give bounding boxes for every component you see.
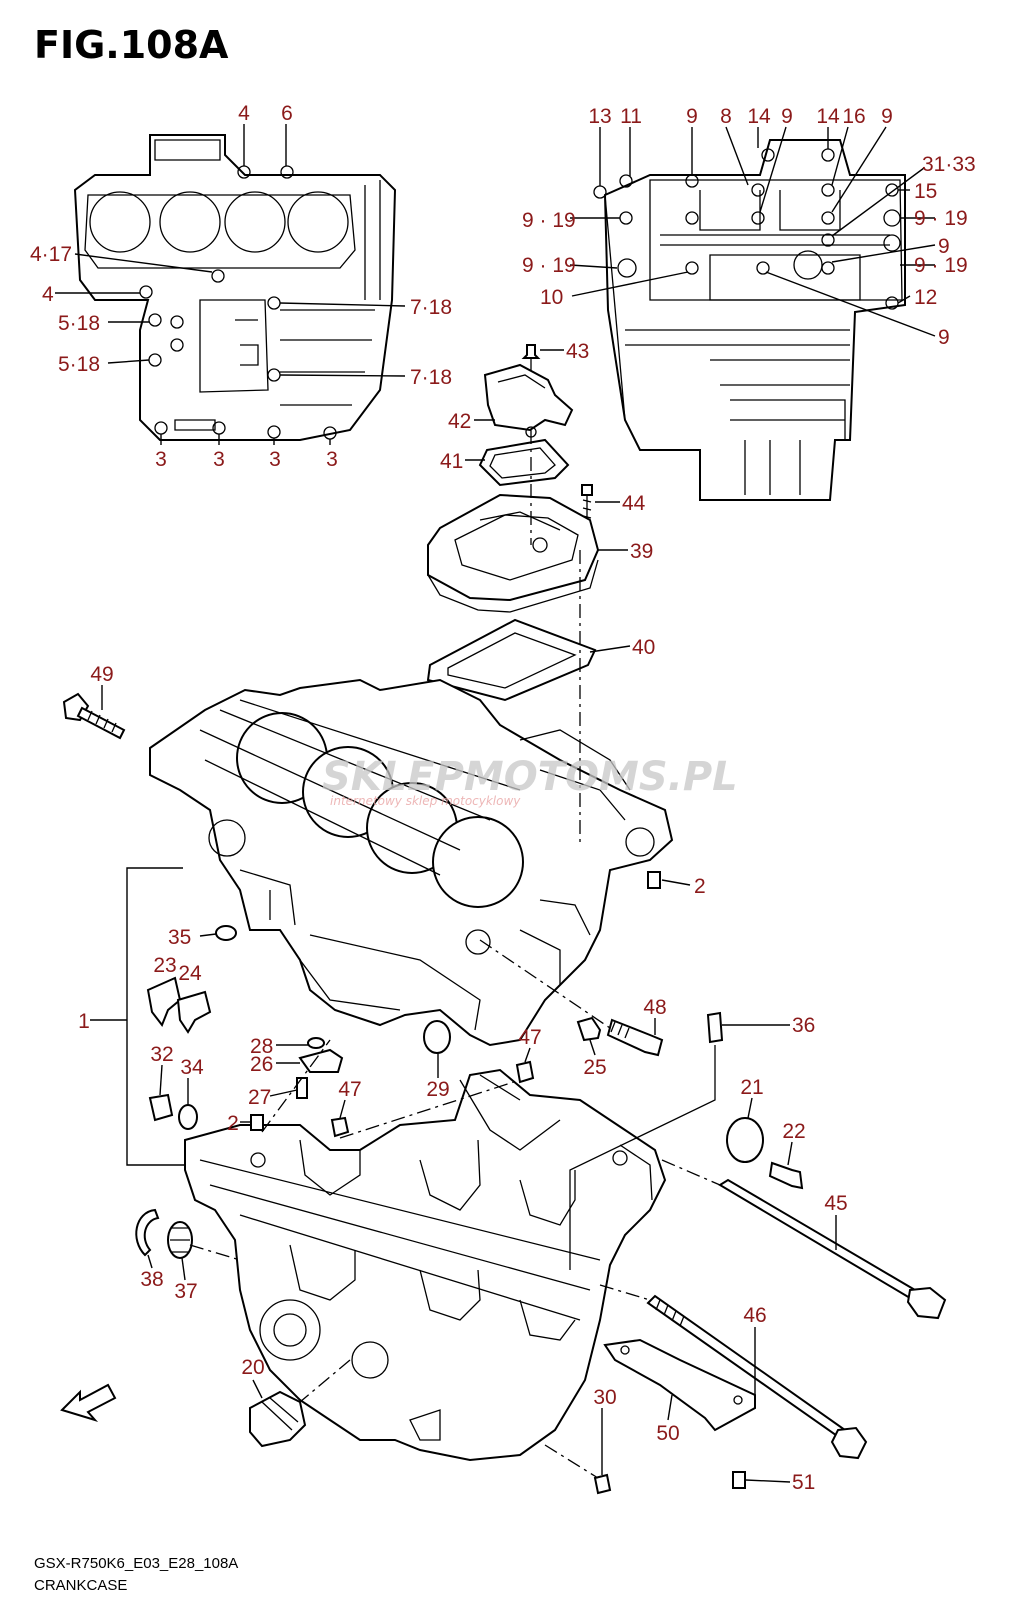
callout-9: 9 bbox=[686, 105, 698, 128]
callout-36: 36 bbox=[792, 1014, 815, 1037]
callout-3: 3 bbox=[213, 448, 225, 471]
callout-4-17: 4·17 bbox=[30, 243, 72, 266]
callout-4: 4 bbox=[42, 283, 54, 306]
callout-39: 39 bbox=[630, 540, 653, 563]
callout-1: 1 bbox=[78, 1010, 90, 1033]
callout-7-18: 7·18 bbox=[410, 296, 452, 319]
callout-24: 24 bbox=[178, 962, 202, 985]
lower-crankcase bbox=[184, 1068, 667, 1462]
callout-31-33: 31·33 bbox=[922, 153, 976, 176]
callout-11: 11 bbox=[620, 105, 642, 128]
callout-9-19: 9 · 19 bbox=[522, 254, 576, 277]
callout-9: 9 bbox=[938, 326, 950, 349]
callout-10: 10 bbox=[540, 286, 563, 309]
callout-9: 9 bbox=[881, 105, 893, 128]
callout-9-19: 9 · 19 bbox=[914, 254, 968, 277]
callout-9-19: 9 · 19 bbox=[522, 209, 576, 232]
model-code: GSX-R750K6_E03_E28_108A bbox=[34, 1555, 238, 1572]
callout-49: 49 bbox=[90, 663, 113, 686]
callout-13: 13 bbox=[588, 105, 611, 128]
callout-45: 45 bbox=[824, 1192, 847, 1215]
callout-40: 40 bbox=[632, 636, 655, 659]
callout-3: 3 bbox=[155, 448, 167, 471]
callout-21: 21 bbox=[740, 1076, 763, 1099]
breather-cover-assembly bbox=[426, 344, 600, 702]
callout-50: 50 bbox=[656, 1422, 679, 1445]
callout-47: 47 bbox=[338, 1078, 361, 1101]
callout-38: 38 bbox=[140, 1268, 163, 1291]
callout-6: 6 bbox=[281, 102, 293, 125]
callout-9: 9 bbox=[938, 235, 950, 258]
callout-labels: 4 6 13 11 9 8 14 9 14 16 9 31·33 15 9 · … bbox=[30, 102, 976, 1494]
callout-16: 16 bbox=[842, 105, 865, 128]
assembly-center-lines bbox=[189, 430, 721, 1479]
callout-27: 27 bbox=[248, 1086, 271, 1109]
callout-41: 41 bbox=[440, 450, 463, 473]
callout-43: 43 bbox=[566, 340, 589, 363]
leader-lines bbox=[55, 124, 936, 1483]
callout-34: 34 bbox=[180, 1056, 204, 1079]
callout-20: 20 bbox=[241, 1356, 264, 1379]
figure-title: FIG.108A bbox=[34, 23, 229, 67]
callout-3: 3 bbox=[326, 448, 338, 471]
callout-8: 8 bbox=[720, 105, 732, 128]
callout-32: 32 bbox=[150, 1043, 173, 1066]
callout-3: 3 bbox=[269, 448, 281, 471]
callout-44: 44 bbox=[622, 492, 646, 515]
watermark-logo-text: SKLEPMOTOMS.PL bbox=[322, 754, 738, 800]
section-name: CRANKCASE bbox=[34, 1577, 127, 1594]
callout-14: 14 bbox=[816, 105, 840, 128]
callout-9: 9 bbox=[781, 105, 793, 128]
watermark-tagline: internetowy sklep motocyklowy bbox=[330, 794, 521, 808]
callout-47: 47 bbox=[518, 1026, 541, 1049]
callout-5-18: 5·18 bbox=[58, 312, 100, 335]
callout-35: 35 bbox=[168, 926, 191, 949]
callout-25: 25 bbox=[583, 1056, 606, 1079]
callout-9-19: 9 · 19 bbox=[914, 207, 968, 230]
callout-26: 26 bbox=[250, 1053, 273, 1076]
small-parts bbox=[60, 692, 947, 1495]
lower-case-bolt-map bbox=[593, 139, 906, 501]
callout-23: 23 bbox=[153, 954, 176, 977]
callout-2: 2 bbox=[694, 875, 706, 898]
callout-7-18: 7·18 bbox=[410, 366, 452, 389]
watermark: SKLEPMOTOMS.PL internetowy sklep motocyk… bbox=[322, 754, 738, 808]
callout-42: 42 bbox=[448, 410, 471, 433]
callout-51: 51 bbox=[792, 1471, 815, 1494]
callout-28: 28 bbox=[250, 1035, 273, 1058]
bracket-item-1 bbox=[126, 867, 185, 1166]
callout-22: 22 bbox=[782, 1120, 805, 1143]
callout-12: 12 bbox=[914, 286, 937, 309]
callout-30: 30 bbox=[593, 1386, 616, 1409]
callout-14: 14 bbox=[747, 105, 771, 128]
callout-15: 15 bbox=[914, 180, 937, 203]
callout-48: 48 bbox=[643, 996, 666, 1019]
callout-29: 29 bbox=[426, 1078, 449, 1101]
callout-46: 46 bbox=[743, 1304, 766, 1327]
callout-2: 2 bbox=[227, 1112, 239, 1135]
upper-case-bolt-map bbox=[73, 134, 397, 441]
callout-37: 37 bbox=[174, 1280, 197, 1303]
upper-crankcase bbox=[149, 678, 674, 1047]
callout-4: 4 bbox=[238, 102, 250, 125]
fwd-arrow-icon bbox=[60, 1383, 117, 1422]
callout-5-18: 5·18 bbox=[58, 353, 100, 376]
